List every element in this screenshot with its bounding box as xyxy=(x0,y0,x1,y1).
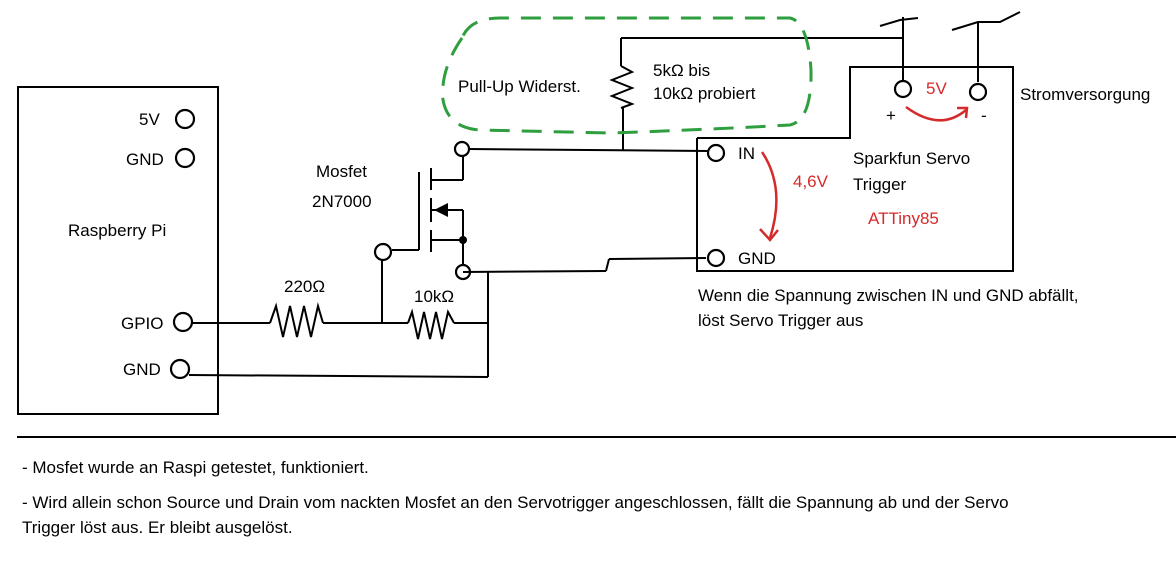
supply-minus-lead xyxy=(951,11,1021,31)
pi-pin-gnd-top-label: GND xyxy=(126,150,164,169)
pullup-value-line2: 10kΩ probiert xyxy=(653,84,756,103)
pi-gnd-top-terminal xyxy=(174,147,196,169)
mosfet-model-label: 2N7000 xyxy=(312,192,372,211)
servo-in-terminal xyxy=(706,143,726,163)
supply-voltage-label: 5V xyxy=(926,79,947,98)
supply-minus-terminal xyxy=(968,82,988,102)
supply-label: Stromversorgung xyxy=(1020,85,1150,104)
mosfet-name-label: Mosfet xyxy=(316,162,367,181)
mosfet-symbol xyxy=(392,157,467,266)
servo-name-line1: Sparkfun Servo xyxy=(853,149,970,168)
servo-chip-label: ATTiny85 xyxy=(868,209,939,228)
wire-ground-rail xyxy=(188,374,489,378)
wire-drain-to-in xyxy=(468,148,709,152)
mosfet-drain-terminal xyxy=(453,140,471,158)
wire-source-to-gnd-terminal xyxy=(608,257,707,260)
resistor-10k-symbol xyxy=(407,308,455,340)
servo-gnd-terminal xyxy=(706,248,726,268)
supply-voltage-arrow xyxy=(905,105,967,122)
resistor-pullup-symbol xyxy=(609,65,635,109)
pi-gpio-terminal xyxy=(172,311,194,333)
resistor-220-label: 220Ω xyxy=(284,277,325,296)
pi-pin-5v-label: 5V xyxy=(139,110,160,129)
pullup-highlight-outline xyxy=(441,16,813,135)
resistor-10k-label: 10kΩ xyxy=(414,287,454,306)
voltage-arrow-head xyxy=(759,228,779,242)
servo-in-voltage: 4,6V xyxy=(793,172,829,191)
supply-plus-lead xyxy=(879,17,919,27)
pullup-value-line1: 5kΩ bis xyxy=(653,61,710,80)
explanation-line2: löst Servo Trigger aus xyxy=(698,311,863,330)
pi-pin-gnd-bottom-label: GND xyxy=(123,360,161,379)
wire-source-to-gnd xyxy=(462,270,607,273)
servo-name-line2: Trigger xyxy=(853,175,907,194)
supply-voltage-arrow-head xyxy=(957,106,969,119)
supply-plus-label: + xyxy=(886,106,896,125)
pi-pin-gpio-label: GPIO xyxy=(121,314,164,333)
wire-source-jog xyxy=(605,258,610,272)
supply-minus-label: - xyxy=(981,106,987,125)
servo-gnd-label: GND xyxy=(738,249,776,268)
resistor-220-symbol xyxy=(269,302,324,338)
raspberry-pi-box xyxy=(17,86,219,415)
voltage-arrow xyxy=(760,151,778,239)
supply-plus-terminal xyxy=(893,79,913,99)
mosfet-gate-terminal xyxy=(373,242,393,262)
explanation-line1: Wenn die Spannung zwischen IN und GND ab… xyxy=(698,286,1079,305)
raspberry-pi-label: Raspberry Pi xyxy=(68,221,166,240)
note-1: - Mosfet wurde an Raspi getestet, funkti… xyxy=(22,458,369,477)
pullup-label: Pull-Up Widerst. xyxy=(458,77,581,96)
note-2: - Wird allein schon Source und Drain vom… xyxy=(22,493,1009,512)
note-2-continued: Trigger löst aus. Er bleibt ausgelöst. xyxy=(22,518,293,537)
pi-5v-terminal xyxy=(174,108,196,130)
servo-trigger-board xyxy=(696,66,1014,272)
servo-in-label: IN xyxy=(738,144,755,163)
pi-gnd-bottom-terminal xyxy=(169,358,191,380)
